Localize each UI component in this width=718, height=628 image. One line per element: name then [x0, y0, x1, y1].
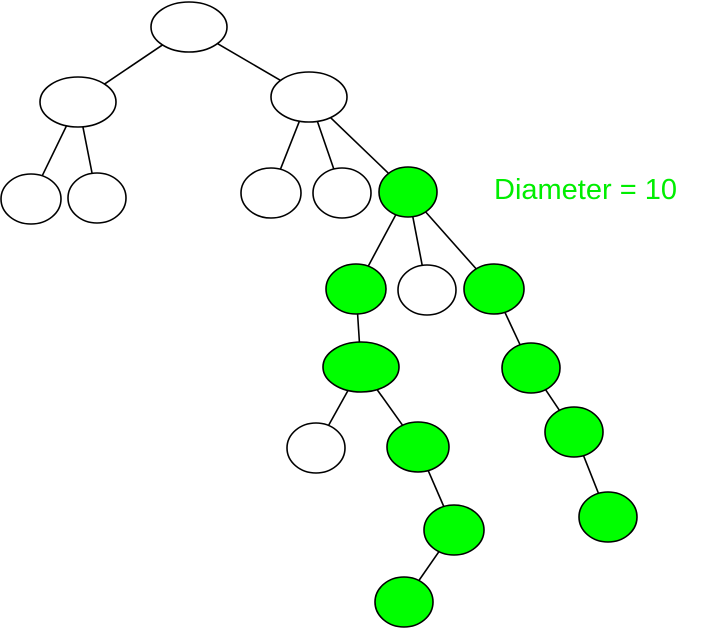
tree-node-n-a1r-highlighted — [386, 421, 450, 473]
edge-n-a1-n-a1r — [376, 389, 404, 426]
tree-node-n-ll — [0, 173, 62, 225]
tree-node-n-c1-highlighted — [501, 342, 561, 394]
edge-n-l-n-ll — [41, 125, 68, 177]
tree-node-n-c-highlighted — [463, 263, 525, 315]
tree-node-n-r1 — [240, 167, 302, 219]
edge-n-r3-n-c — [425, 211, 477, 270]
tree-node-n-a2-highlighted — [423, 504, 485, 556]
tree-nodes — [0, 1, 638, 628]
edge-n-c-n-c1 — [504, 311, 521, 346]
edge-n-r-n-r3 — [329, 117, 390, 174]
tree-node-n-l — [39, 76, 117, 128]
tree-node-root — [150, 1, 228, 53]
edge-n-a1r-n-a2 — [427, 470, 445, 507]
edge-n-c2-n-c3 — [582, 455, 600, 494]
edge-n-l-n-lr — [82, 126, 93, 174]
tree-node-n-r — [270, 71, 348, 123]
edge-n-r3-n-b — [412, 216, 423, 266]
edge-n-r3-n-a — [367, 214, 397, 267]
tree-node-n-lr — [67, 172, 127, 224]
tree-node-n-a1-highlighted — [322, 341, 400, 393]
tree-node-n-c2-highlighted — [544, 406, 604, 458]
tree-node-n-a1l — [286, 422, 346, 474]
diameter-caption: Diameter = 10 — [494, 174, 677, 206]
tree-node-n-b — [397, 264, 457, 316]
edge-n-a1-n-a1l — [327, 390, 349, 426]
edge-n-r-n-r2 — [316, 121, 335, 170]
edge-n-a2-n-a3 — [418, 551, 440, 581]
tree-node-n-r2 — [312, 167, 372, 219]
edge-root-n-l — [104, 44, 163, 85]
edge-root-n-r — [216, 42, 282, 82]
edge-n-a-n-a1 — [356, 313, 361, 343]
tree-edges — [41, 42, 600, 581]
tree-node-n-r3-highlighted — [378, 166, 438, 218]
edge-n-c1-n-c2 — [544, 389, 561, 411]
tree-node-n-a3-highlighted — [374, 576, 434, 628]
tree-node-n-a-highlighted — [325, 263, 387, 315]
tree-node-n-c3-highlighted — [578, 491, 638, 543]
edge-n-r-n-r1 — [279, 120, 301, 170]
